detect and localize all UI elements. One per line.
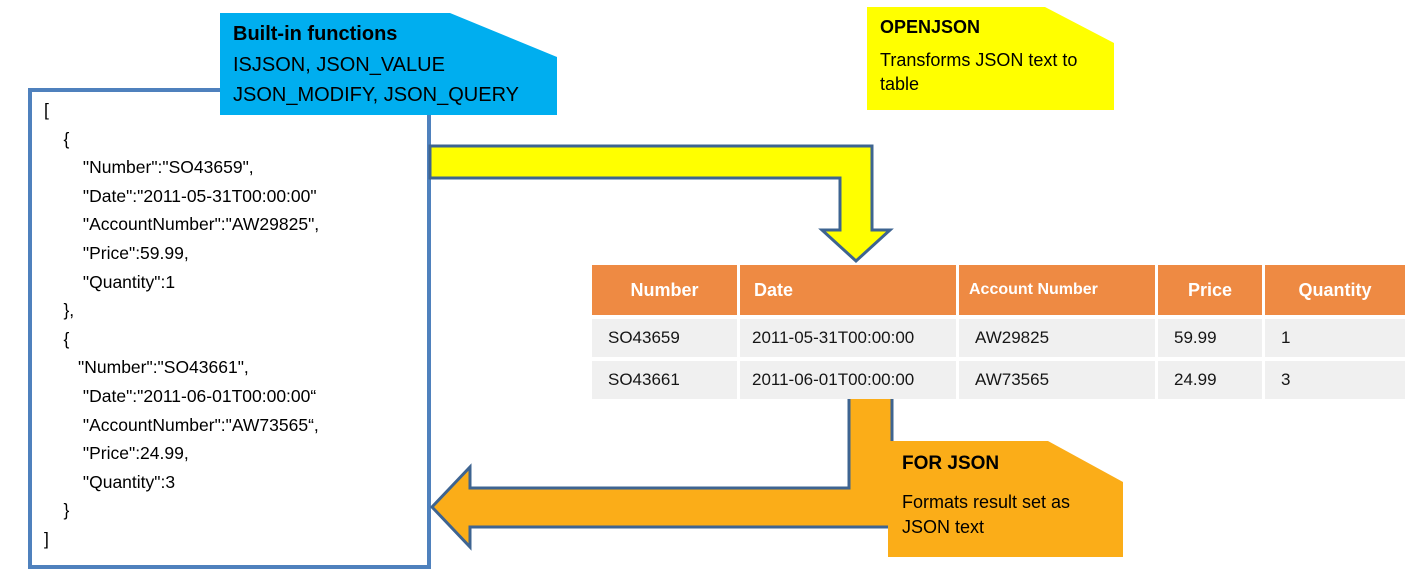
forjson-arrow: [429, 395, 894, 551]
table-cell-quantity: 1: [1265, 319, 1405, 357]
builtin-functions-callout: Built-in functions ISJSON, JSON_VALUE JS…: [220, 13, 557, 115]
json-line: "AccountNumber":"AW73565“,: [44, 414, 319, 435]
json-line: "Number":"SO43661",: [44, 357, 249, 378]
json-line: [: [44, 100, 49, 120]
json-line: "Date":"2011-05-31T00:00:00": [44, 185, 317, 206]
json-line: },: [44, 300, 75, 321]
openjson-callout: OPENJSON Transforms JSON text to table: [867, 7, 1114, 110]
forjson-description: Formats result set as JSON text: [902, 492, 1071, 537]
json-line: {: [44, 328, 70, 349]
table-cell-price: 24.99: [1158, 361, 1262, 399]
json-line: }: [44, 500, 70, 521]
json-line: {: [44, 128, 70, 149]
table-cell-quantity: 3: [1265, 361, 1405, 399]
json-line: "Number":"SO43659",: [44, 157, 254, 178]
table-cell-date: 2011-06-01T00:00:00: [740, 361, 956, 399]
json-line: "Date":"2011-06-01T00:00:00“: [44, 385, 317, 406]
column-header-quantity: Quantity: [1265, 265, 1405, 315]
json-line: "Price":59.99,: [44, 242, 189, 263]
openjson-arrow: [428, 144, 894, 264]
json-line: "Quantity":1: [44, 271, 176, 292]
builtin-functions-title: Built-in functions: [233, 23, 398, 45]
table-cell-date: 2011-05-31T00:00:00: [740, 319, 956, 357]
column-header-date: Date: [740, 265, 956, 315]
json-line: "Price":24.99,: [44, 443, 189, 464]
builtin-functions-line1: ISJSON, JSON_VALUE: [233, 54, 445, 76]
column-header-account-number: Account Number: [959, 265, 1155, 315]
json-line: ]: [44, 528, 49, 549]
column-header-number: Number: [592, 265, 737, 315]
result-table: Number Date Account Number Price Quantit…: [592, 265, 1405, 399]
openjson-description: Transforms JSON text to table: [880, 50, 1078, 94]
column-header-price: Price: [1158, 265, 1262, 315]
json-line: "AccountNumber":"AW29825",: [44, 214, 320, 235]
table-cell-account-number: AW73565: [959, 361, 1155, 399]
forjson-title: FOR JSON: [902, 453, 1000, 474]
table-cell-number: SO43661: [592, 361, 737, 399]
builtin-functions-line2: JSON_MODIFY, JSON_QUERY: [233, 84, 519, 106]
json-line: "Quantity":3: [44, 471, 176, 492]
table-cell-price: 59.99: [1158, 319, 1262, 357]
table-cell-number: SO43659: [592, 319, 737, 357]
table-cell-account-number: AW29825: [959, 319, 1155, 357]
forjson-callout: FOR JSON Formats result set as JSON text: [888, 441, 1123, 557]
openjson-title: OPENJSON: [880, 17, 981, 37]
json-source-box: [ { "Number":"SO43659", "Date":"2011-05-…: [28, 88, 431, 569]
